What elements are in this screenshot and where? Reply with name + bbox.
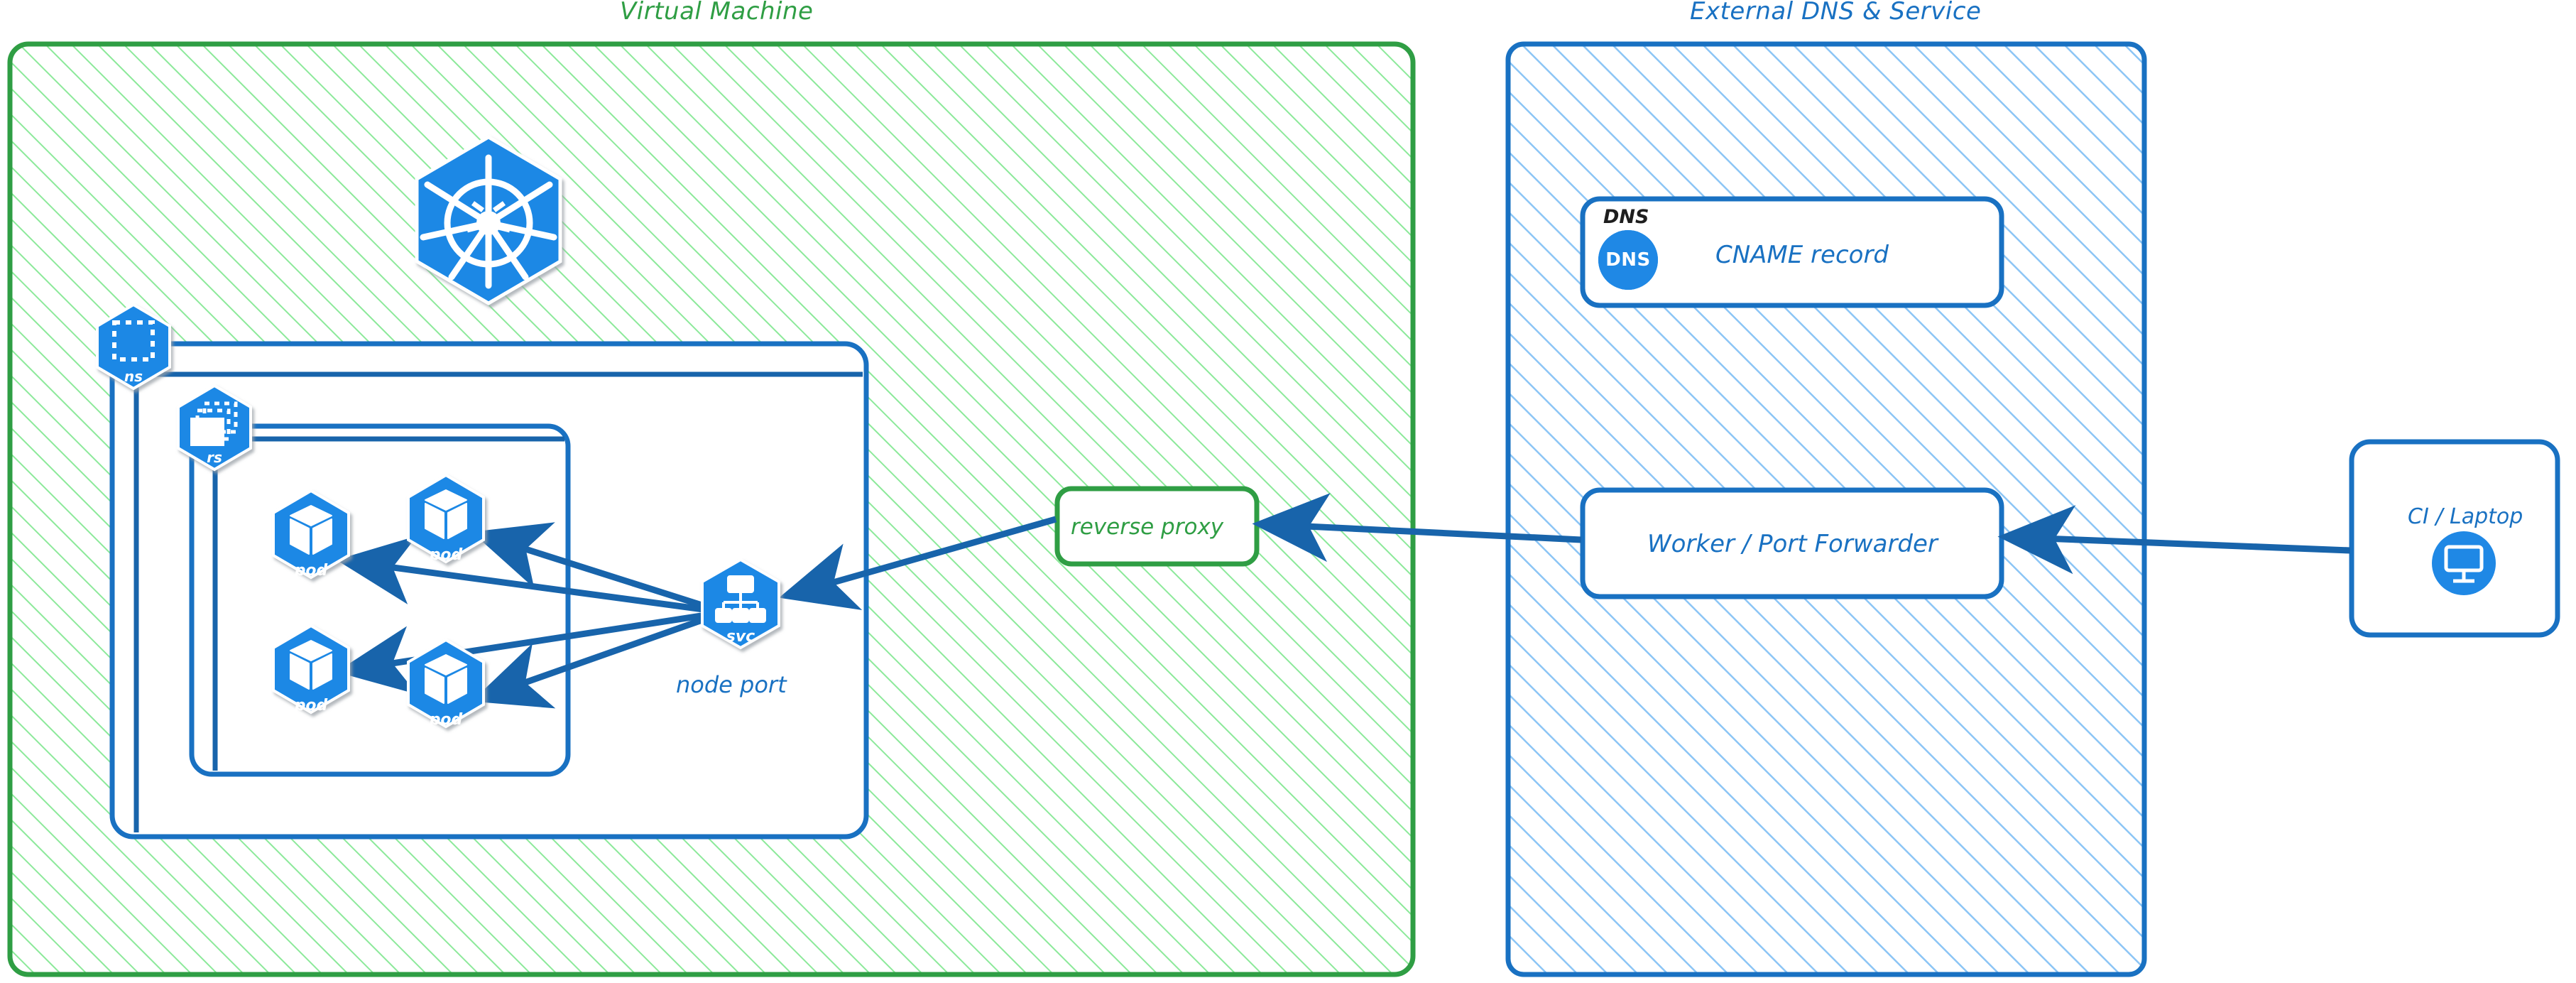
replicaset-container-box (189, 423, 571, 777)
group-title-external-dns-service: External DNS & Service (1690, 0, 1982, 26)
edge-group (336, 493, 2351, 709)
client-label[interactable]: CI / Laptop (2408, 504, 2523, 529)
desktop-monitor-icon (2432, 531, 2496, 595)
monitor-icon-circle (2432, 531, 2496, 595)
group-title-virtual-machine: Virtual Machine (620, 0, 814, 26)
edge-service-to-pod-4 (471, 609, 726, 709)
dns-cname-record-label: CNAME record (1715, 241, 1889, 269)
pod-label-4: pod (429, 711, 463, 729)
kubernetes-logo-icon (415, 135, 562, 305)
dns-box[interactable] (1580, 196, 2004, 308)
dns-circle-text: DNS (1605, 249, 1651, 271)
kubernetes-replicaset-icon[interactable] (177, 384, 252, 472)
pod-label-1: pod (294, 562, 328, 580)
service-label: svc (726, 628, 755, 646)
service-caption-node-port: node port (676, 671, 787, 698)
pod-node-4[interactable] (407, 638, 485, 729)
kubernetes-service-icon[interactable] (701, 558, 780, 650)
dns-badge-label: DNS (1603, 206, 1649, 228)
reverse-proxy-label[interactable]: reverse proxy (1071, 514, 1224, 540)
edge-service-to-pod-2 (471, 522, 726, 616)
worker-label[interactable]: Worker / Port Forwarder (1647, 530, 1938, 558)
kubernetes-namespace-icon[interactable] (96, 303, 171, 391)
pod-node-3[interactable] (272, 624, 350, 715)
pod-node-1[interactable] (272, 489, 350, 580)
pod-label-2: pod (429, 546, 463, 564)
pod-label-3: pod (294, 697, 328, 715)
edge-worker-to-reverse-proxy (1252, 493, 1582, 563)
replicaset-label: rs (207, 449, 222, 466)
external-border (1505, 41, 2147, 977)
vm-border (7, 41, 1416, 977)
dns-circle-badge: DNS (1598, 230, 1658, 290)
edge-client-to-worker (1997, 505, 2351, 575)
pod-node-2[interactable] (407, 473, 485, 564)
edge-reverse-proxy-to-service (779, 516, 1057, 610)
namespace-label: ns (124, 368, 143, 385)
